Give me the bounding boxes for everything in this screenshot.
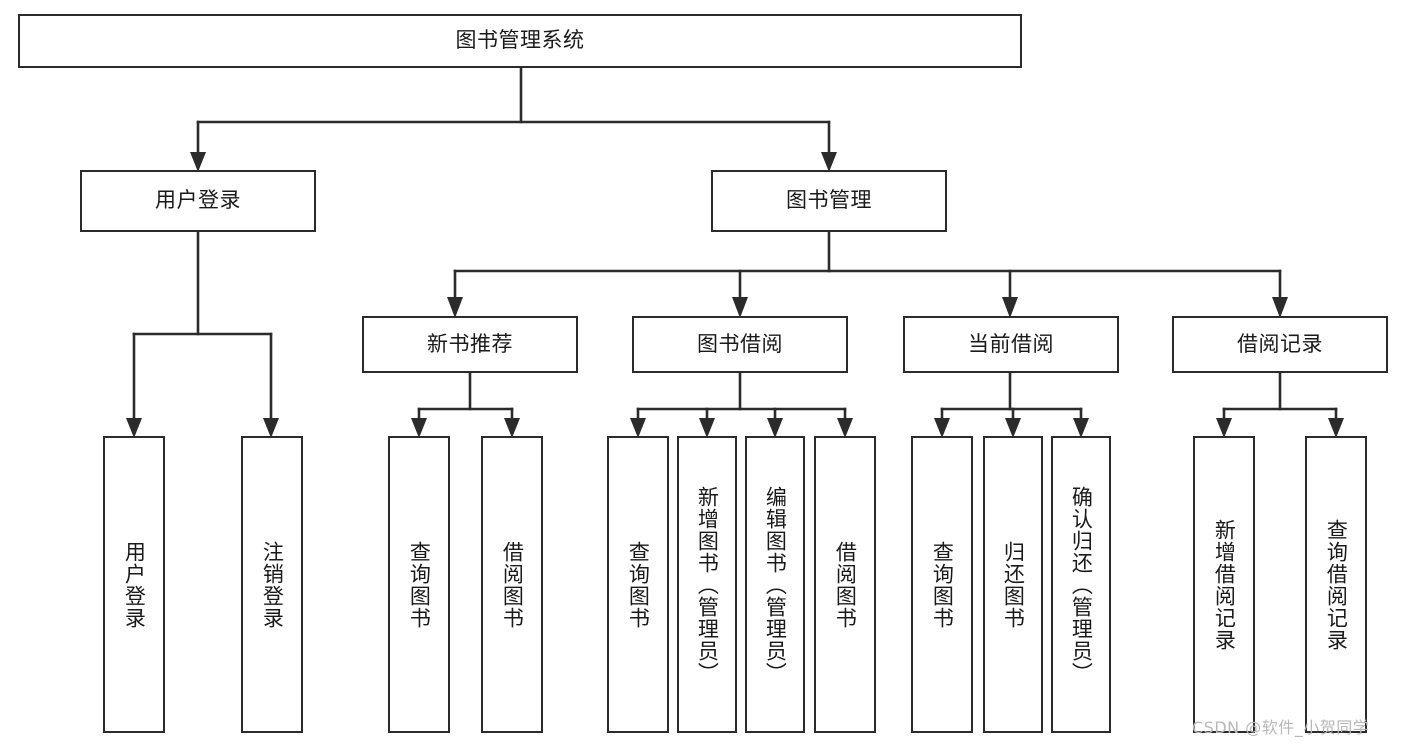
csdn-watermark: CSDN @软件_小贺同学 xyxy=(1192,718,1370,737)
leaf-confirm-return-admin-label: 确认归还（管理员） xyxy=(1069,485,1094,684)
node-book-management-label: 图书管理 xyxy=(786,188,872,213)
node-user-login[interactable]: 用户登录 xyxy=(80,170,316,232)
leaf-user-login[interactable]: 用户登录 xyxy=(103,436,165,733)
leaf-borrow-book-1[interactable]: 借阅图书 xyxy=(481,436,543,733)
node-book-borrow-label: 图书借阅 xyxy=(697,331,783,356)
node-borrow-records-label: 借阅记录 xyxy=(1237,331,1323,356)
leaf-query-borrow-record[interactable]: 查询借阅记录 xyxy=(1305,436,1367,733)
leaf-add-book-admin-label: 新增图书（管理员） xyxy=(695,485,720,684)
leaf-return-book-label: 归还图书 xyxy=(1001,540,1026,629)
leaf-query-book-3[interactable]: 查询图书 xyxy=(911,436,973,733)
node-book-borrow[interactable]: 图书借阅 xyxy=(632,316,848,373)
node-root[interactable]: 图书管理系统 xyxy=(18,14,1022,68)
leaf-query-book-2-label: 查询图书 xyxy=(626,540,651,629)
leaf-query-book-1-label: 查询图书 xyxy=(407,540,432,629)
leaf-query-book-1[interactable]: 查询图书 xyxy=(388,436,450,733)
leaf-return-book[interactable]: 归还图书 xyxy=(983,436,1043,733)
leaf-add-book-admin[interactable]: 新增图书（管理员） xyxy=(677,436,737,733)
node-book-management[interactable]: 图书管理 xyxy=(711,170,947,232)
node-borrow-records[interactable]: 借阅记录 xyxy=(1172,316,1388,373)
node-user-login-label: 用户登录 xyxy=(155,188,241,213)
leaf-add-borrow-record-label: 新增借阅记录 xyxy=(1212,518,1237,651)
leaf-logout[interactable]: 注销登录 xyxy=(241,436,303,733)
node-current-borrow[interactable]: 当前借阅 xyxy=(903,316,1119,373)
leaf-borrow-book-1-label: 借阅图书 xyxy=(500,540,525,629)
leaf-query-borrow-record-label: 查询借阅记录 xyxy=(1324,518,1349,651)
leaf-add-borrow-record[interactable]: 新增借阅记录 xyxy=(1193,436,1255,733)
leaf-logout-label: 注销登录 xyxy=(260,540,285,629)
leaf-user-login-label: 用户登录 xyxy=(122,540,147,629)
node-new-book-recommend[interactable]: 新书推荐 xyxy=(362,316,578,373)
leaf-query-book-2[interactable]: 查询图书 xyxy=(607,436,669,733)
node-new-book-recommend-label: 新书推荐 xyxy=(427,331,513,356)
leaf-confirm-return-admin[interactable]: 确认归还（管理员） xyxy=(1051,436,1111,733)
leaf-edit-book-admin-label: 编辑图书（管理员） xyxy=(763,485,788,684)
leaf-query-book-3-label: 查询图书 xyxy=(930,540,955,629)
leaf-borrow-book-2-label: 借阅图书 xyxy=(833,540,858,629)
leaf-edit-book-admin[interactable]: 编辑图书（管理员） xyxy=(745,436,805,733)
leaf-borrow-book-2[interactable]: 借阅图书 xyxy=(814,436,876,733)
node-current-borrow-label: 当前借阅 xyxy=(968,331,1054,356)
node-root-label: 图书管理系统 xyxy=(455,28,585,53)
